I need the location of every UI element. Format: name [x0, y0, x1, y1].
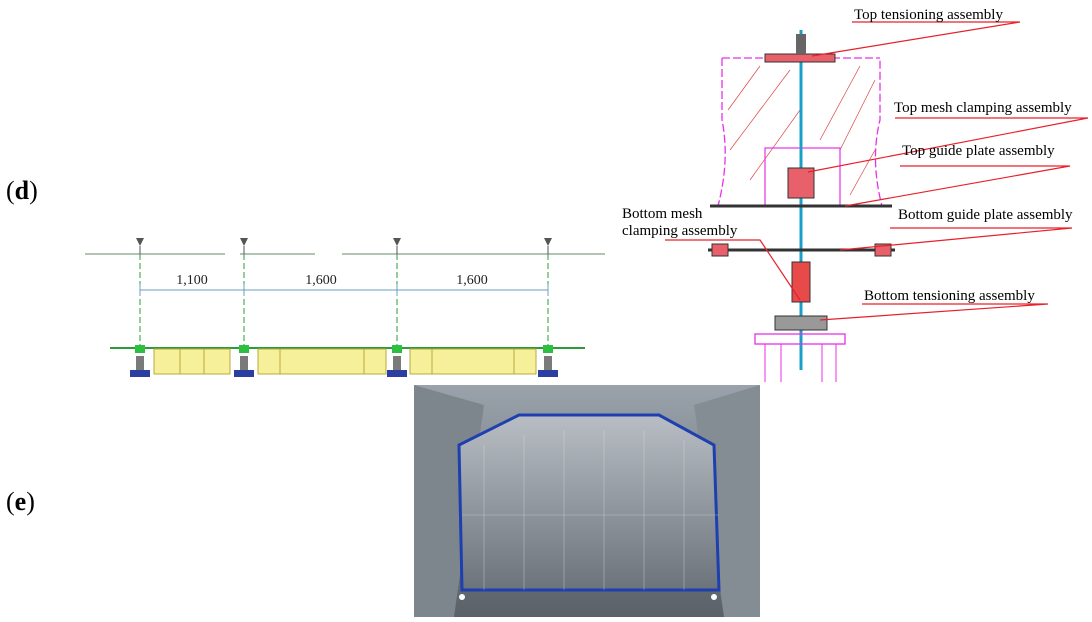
dimension-line	[139, 284, 549, 296]
bottom-mesh-clamp	[791, 261, 811, 303]
callout-top-mesh-clamping: Top mesh clamping assembly	[894, 100, 1072, 116]
bottom-guide-right	[874, 243, 892, 257]
top-nut	[796, 34, 806, 54]
panel-label-e: (e)	[6, 487, 35, 517]
callout-bottom-mesh-1: Bottom mesh	[622, 206, 703, 222]
top-plate	[764, 53, 836, 63]
span-layout-diagram: 1,100 1,600 1,600	[85, 238, 605, 377]
top-mesh-clamp	[787, 167, 815, 199]
callout-bottom-mesh-2: clamping assembly	[622, 223, 738, 239]
plate-segments	[153, 348, 537, 375]
base-plate	[754, 333, 846, 345]
span-label-3: 1,600	[456, 273, 488, 288]
panel-label-open: (	[6, 487, 15, 516]
photo-floor	[457, 413, 721, 592]
bottom-tension-plate	[774, 315, 828, 331]
panel-label-letter: d	[14, 176, 30, 205]
photo-light-left	[459, 594, 465, 600]
column-lines	[139, 254, 549, 348]
hanger-icons	[136, 238, 552, 254]
panel-label-d: (d)	[6, 176, 38, 206]
photo-floor-lines	[462, 430, 719, 590]
callout-bottom-guide-plate: Bottom guide plate assembly	[898, 207, 1073, 223]
panel-label-open: (	[6, 176, 15, 205]
panel-label-letter: e	[14, 487, 27, 516]
assembly-section-diagram: Top tensioning assembly Top mesh clampin…	[622, 7, 1089, 382]
photo-light-right	[711, 594, 717, 600]
bottom-guide-left	[711, 243, 729, 257]
base-legs	[764, 344, 837, 382]
tank-interior-photo	[414, 385, 760, 617]
callout-bottom-tensioning: Bottom tensioning assembly	[864, 288, 1035, 304]
panel-label-close: )	[29, 176, 38, 205]
callout-top-tensioning: Top tensioning assembly	[854, 7, 1003, 23]
support-icons	[130, 345, 558, 377]
callout-leaders	[665, 21, 1089, 321]
callout-top-guide-plate: Top guide plate assembly	[902, 143, 1055, 159]
span-label-1: 1,100	[176, 273, 208, 288]
span-label-2: 1,600	[305, 273, 337, 288]
concrete-hatch	[727, 65, 876, 196]
panel-label-close: )	[26, 487, 35, 516]
